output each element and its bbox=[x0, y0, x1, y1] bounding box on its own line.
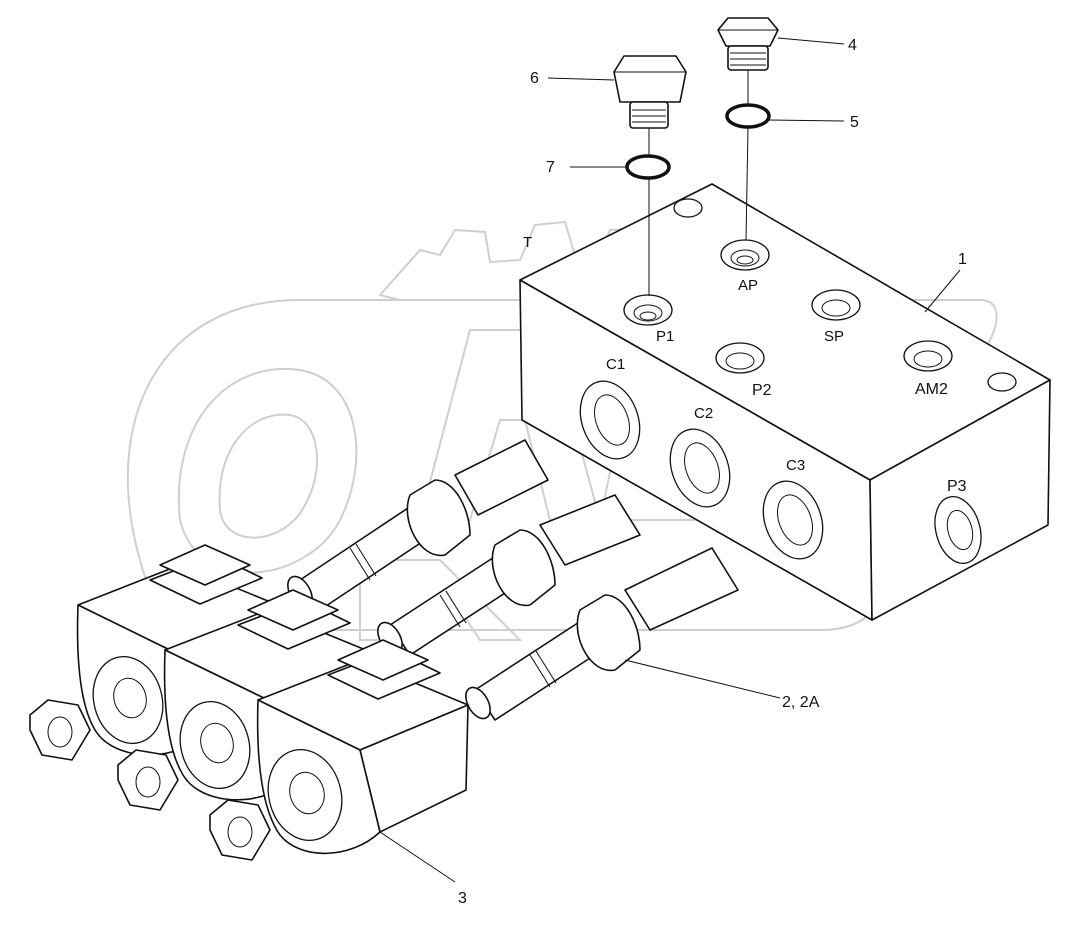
o-ring-5 bbox=[725, 103, 771, 129]
valve-cartridge-2 bbox=[377, 494, 641, 656]
port-label-c3: C3 bbox=[786, 457, 805, 474]
port-label-p2: P2 bbox=[752, 382, 772, 399]
callout-1: 1 bbox=[958, 251, 967, 268]
valve-cartridge-1 bbox=[287, 439, 549, 611]
o-ring-7 bbox=[625, 154, 671, 180]
callout-2-2a: 2, 2A bbox=[782, 694, 820, 711]
callout-3: 3 bbox=[458, 890, 467, 907]
leader-lines bbox=[379, 37, 961, 883]
nut-2 bbox=[117, 749, 179, 811]
valve-cartridge-3 bbox=[465, 547, 739, 721]
port-label-c1: C1 bbox=[606, 356, 625, 373]
solenoid-coil-2 bbox=[163, 589, 379, 801]
port-label-am2: AM2 bbox=[915, 381, 948, 398]
manifold-block bbox=[519, 183, 1051, 621]
plug-4 bbox=[717, 17, 779, 71]
port-label-ap: AP bbox=[738, 277, 758, 294]
nut-3 bbox=[209, 799, 271, 861]
callout-7: 7 bbox=[546, 159, 555, 176]
plug-6 bbox=[613, 55, 687, 129]
callout-5: 5 bbox=[850, 114, 859, 131]
solenoid-coil-1 bbox=[76, 544, 291, 756]
callout-6: 6 bbox=[530, 70, 539, 87]
port-label-p3: P3 bbox=[947, 478, 967, 495]
port-label-p1: P1 bbox=[656, 328, 674, 345]
callout-4: 4 bbox=[848, 37, 857, 54]
nut-1 bbox=[29, 699, 91, 761]
port-label-sp: SP bbox=[824, 328, 844, 345]
solenoid-coil-3 bbox=[256, 639, 469, 855]
port-label-c2: C2 bbox=[694, 405, 713, 422]
port-label-t: T bbox=[523, 234, 532, 251]
